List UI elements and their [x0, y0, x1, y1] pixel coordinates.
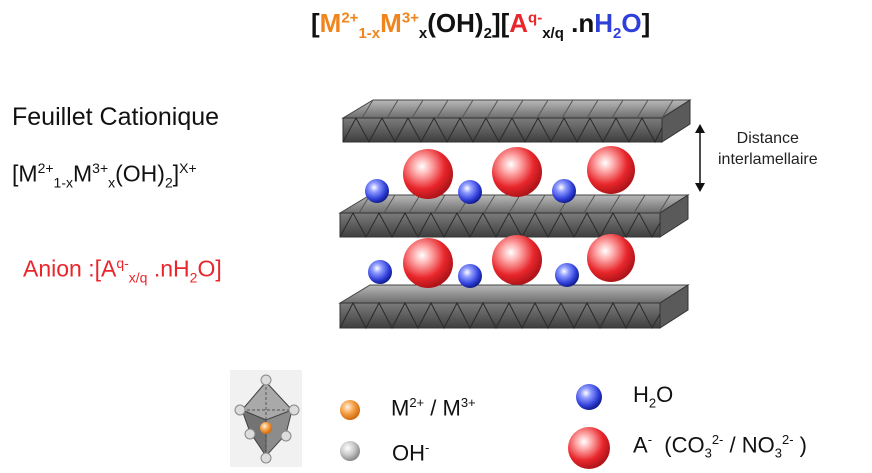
- m2-sub: 1-x: [358, 25, 381, 43]
- anion-legend-sphere: [568, 427, 610, 469]
- anion-text: Anion :[A: [23, 255, 117, 282]
- lm-m2: M: [391, 395, 410, 421]
- lm-m3-sup: 3+: [460, 395, 476, 410]
- la-a-sup: -: [647, 432, 653, 447]
- f-m3-sup: 3+: [92, 160, 109, 176]
- la-a: A: [633, 432, 648, 458]
- interlayer-1: [365, 146, 635, 204]
- f-oh-sub: 2: [164, 174, 173, 191]
- anion-sub: x/q: [128, 269, 148, 286]
- water-sphere: [365, 179, 389, 203]
- anion-sphere: [492, 147, 542, 197]
- anion-end: O]: [197, 255, 222, 282]
- m3: M: [380, 8, 402, 38]
- cationic-sheet-title: Feuillet Cationique: [12, 103, 220, 131]
- dot-n: .n: [563, 8, 595, 38]
- hydroxide-layer-2: [338, 194, 690, 239]
- la-no-sup: 2-: [781, 432, 794, 447]
- legend-water-label: H2O: [633, 382, 673, 410]
- interlayer-distance-label: Distance interlamellaire: [718, 128, 818, 170]
- lm-sep: / M: [424, 395, 461, 421]
- octahedron-icon: [230, 370, 302, 467]
- anion-h-sub: 2: [189, 269, 198, 286]
- water-sphere: [458, 264, 482, 288]
- anion-mid: .nH: [147, 255, 190, 282]
- anion-sphere: [492, 235, 542, 285]
- f-charge: X+: [179, 160, 197, 176]
- m2: M: [319, 8, 342, 38]
- legend-oh-label: OH-: [392, 440, 429, 466]
- bracket: ][: [491, 8, 510, 38]
- h-sub: 2: [613, 25, 622, 43]
- water-sphere: [552, 179, 576, 203]
- legend-anion-label: A- (CO32- / NO32- ): [633, 432, 807, 461]
- la-co-sup: 2-: [711, 432, 724, 447]
- distance-line1: Distance: [736, 130, 799, 147]
- oh-legend-sphere: [340, 441, 360, 461]
- legend-metal-label: M2+ / M3+: [391, 395, 476, 421]
- la-open: (CO: [652, 432, 705, 458]
- a-sup: q-: [528, 9, 543, 27]
- anion-sphere: [403, 149, 453, 199]
- anion-sphere: [403, 238, 453, 288]
- distance-line2: interlamellaire: [718, 151, 818, 168]
- f-oh: (OH): [115, 160, 165, 187]
- m2-sup: 2+: [341, 9, 359, 27]
- metal-legend-sphere: [340, 400, 360, 420]
- water-sphere: [458, 180, 482, 204]
- water-legend-sphere: [576, 384, 602, 410]
- lw-o: O: [656, 382, 674, 407]
- lw-h: H: [633, 382, 649, 407]
- oh-sub: 2: [483, 25, 492, 43]
- la-no-sub: 3: [774, 445, 782, 461]
- la-mid: / NO: [723, 432, 775, 458]
- a: A: [509, 8, 529, 38]
- f-m2-sub: 1-x: [53, 174, 73, 191]
- bracket: ]: [641, 8, 651, 38]
- general-formula: [M2+1-xM3+x(OH)2][Aq-x/q .nH2O]: [311, 8, 650, 42]
- loh-sup: -: [425, 440, 430, 455]
- anion-symbol: Aq-: [509, 8, 542, 38]
- loh-text: OH: [392, 440, 425, 466]
- anion-sphere: [587, 234, 635, 282]
- o: O: [621, 8, 642, 38]
- f-close: ]: [172, 160, 180, 187]
- lm-m2-sup: 2+: [409, 395, 425, 410]
- distance-arrow: [695, 124, 705, 192]
- m3-sup: 3+: [401, 9, 419, 27]
- anion-sup: q-: [116, 255, 129, 271]
- anion-sphere: [587, 146, 635, 194]
- f-m3-sub: x: [108, 174, 116, 191]
- la-co-sub: 3: [704, 445, 712, 461]
- water-sphere: [368, 260, 392, 284]
- cationic-sheet-formula: [M2+1-xM3+x(OH)2]X+: [12, 160, 197, 190]
- water-sphere: [555, 263, 579, 287]
- metal-2-symbol: M2+1-xM3+: [319, 8, 419, 42]
- a-sub: x/q: [542, 25, 564, 43]
- hydroxide-layer-1: [341, 99, 692, 144]
- anion-label: Anion :[Aq-x/q .nH2O]: [23, 255, 222, 285]
- hydroxide-layer-3: [338, 284, 690, 330]
- f-m3: M: [72, 160, 93, 187]
- la-close: ): [793, 432, 807, 458]
- h: H: [594, 8, 614, 38]
- interlayer-2: [368, 234, 635, 288]
- f-open: [M: [12, 160, 38, 187]
- lw-sub: 2: [648, 395, 657, 411]
- f-m2-sup: 2+: [37, 160, 54, 176]
- water-symbol: H2O: [594, 8, 642, 42]
- bracket: [: [311, 8, 320, 38]
- m3-sub: x: [418, 25, 428, 43]
- hydroxide: (OH): [427, 8, 484, 38]
